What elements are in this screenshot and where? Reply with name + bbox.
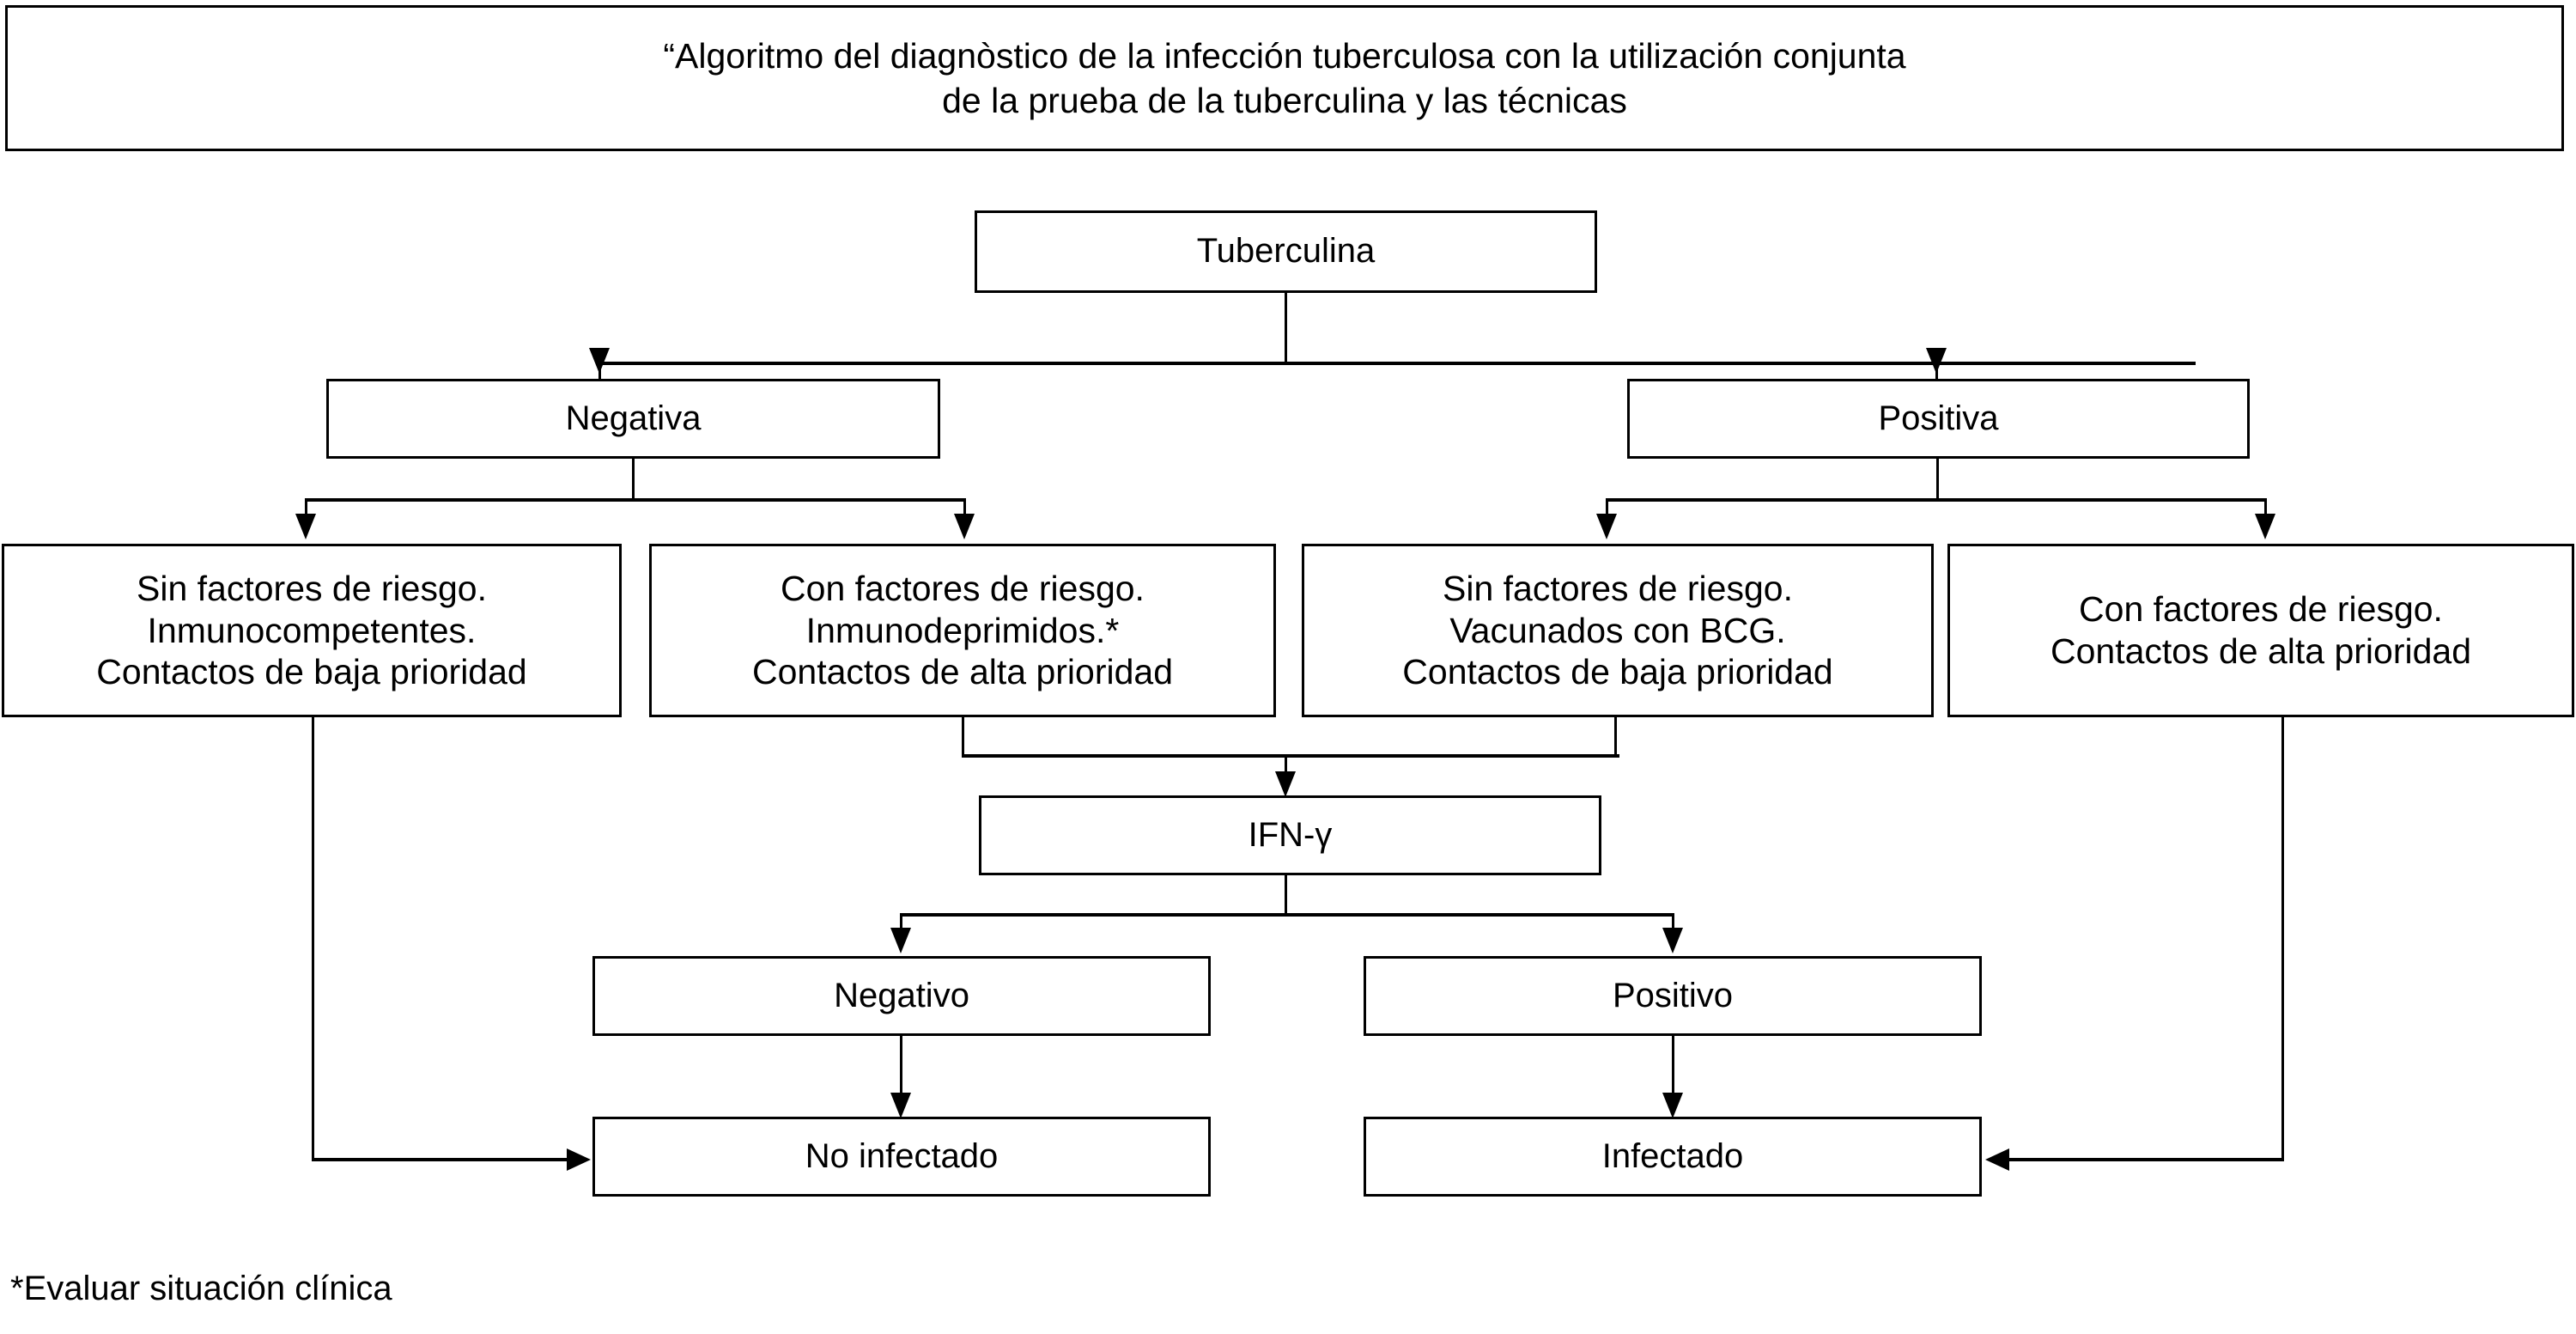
arrowhead-root-to-positiva [1926, 348, 1947, 374]
node-pos-con-riesgo[interactable]: Con factores de riesgo. Contactos de alt… [1947, 544, 2574, 717]
footnote: *Evaluar situación clínica [10, 1270, 392, 1307]
arrowhead-ifn-to-positivo [1662, 928, 1683, 953]
arrowhead-negativa-to-con-riesgo [954, 514, 975, 539]
node-no-infectado-label: No infectado [805, 1136, 999, 1175]
edge-bypass-left-horizontal [312, 1158, 569, 1161]
node-positiva[interactable]: Positiva [1627, 379, 2250, 459]
edge-pos-sin-riesgo-down [1614, 717, 1617, 757]
edge-root-stem [1285, 293, 1287, 363]
node-ifn-positivo-label: Positivo [1612, 976, 1734, 1014]
edge-positiva-stem [1936, 459, 1939, 500]
title-banner: “Algoritmo del diagnòstico de la infecci… [5, 5, 2564, 151]
node-pos-sin-riesgo-label: Sin factores de riesgo. Vacunados con BC… [1402, 568, 1833, 692]
edge-negativa-right-drop [963, 498, 966, 517]
node-infectado-label: Infectado [1601, 1136, 1744, 1175]
node-ifn-gamma-label: IFN-γ [1248, 815, 1333, 854]
node-ifn-positivo[interactable]: Positivo [1364, 956, 1982, 1036]
edge-negativa-stem [632, 459, 635, 500]
page-title: “Algoritmo del diagnòstico de la infecci… [663, 35, 1906, 120]
arrowhead-negativo-to-no-infectado [890, 1093, 911, 1118]
node-infectado[interactable]: Infectado [1364, 1117, 1982, 1197]
edge-bypass-left-vertical [312, 717, 314, 1160]
node-negativa[interactable]: Negativa [326, 379, 940, 459]
node-no-infectado[interactable]: No infectado [592, 1117, 1211, 1197]
node-pos-sin-riesgo[interactable]: Sin factores de riesgo. Vacunados con BC… [1302, 544, 1934, 717]
node-neg-sin-riesgo-label: Sin factores de riesgo. Inmunocompetente… [96, 568, 527, 692]
edge-negativo-to-no-infectado [900, 1036, 902, 1098]
edge-bypass-right-vertical [2281, 717, 2284, 1160]
arrowhead-ifn-to-negativo [890, 928, 911, 953]
node-neg-con-riesgo[interactable]: Con factores de riesgo. Inmunodeprimidos… [649, 544, 1276, 717]
edge-bypass-right-horizontal [2008, 1158, 2284, 1161]
node-negativa-label: Negativa [565, 399, 702, 437]
edge-ifn-right-drop [1672, 913, 1674, 932]
edge-neg-con-riesgo-down [962, 717, 964, 757]
arrowhead-bypass-left-to-no-infectado [567, 1148, 591, 1171]
edge-ifn-left-drop [900, 913, 902, 932]
arrowhead-to-ifn-gamma [1275, 771, 1296, 797]
edge-positiva-right-drop [2264, 498, 2267, 517]
arrowhead-root-to-negativa [589, 348, 610, 374]
arrowhead-positivo-to-infectado [1662, 1093, 1683, 1118]
edge-ifn-stem [1285, 875, 1287, 917]
edge-negativa-left-drop [305, 498, 307, 517]
node-ifn-negativo-label: Negativo [834, 976, 969, 1014]
arrowhead-positiva-to-con-riesgo [2255, 514, 2275, 539]
edge-positiva-bus [1606, 498, 2267, 502]
edge-ifn-merge-bus [962, 754, 1619, 758]
node-tuberculina[interactable]: Tuberculina [975, 210, 1597, 293]
node-neg-con-riesgo-label: Con factores de riesgo. Inmunodeprimidos… [751, 568, 1174, 692]
arrowhead-bypass-right-to-infectado [1985, 1148, 2009, 1171]
arrowhead-positiva-to-sin-riesgo [1596, 514, 1617, 539]
edge-positivo-to-infectado [1672, 1036, 1674, 1098]
node-positiva-label: Positiva [1878, 399, 1999, 437]
arrowhead-negativa-to-sin-riesgo [295, 514, 316, 539]
edge-ifn-bus [900, 913, 1674, 917]
edge-negativa-bus [305, 498, 966, 502]
edge-positiva-left-drop [1606, 498, 1608, 517]
node-pos-con-riesgo-label: Con factores de riesgo. Contactos de alt… [2050, 589, 2472, 671]
node-ifn-negativo[interactable]: Negativo [592, 956, 1211, 1036]
node-tuberculina-label: Tuberculina [1196, 232, 1376, 271]
node-ifn-gamma[interactable]: IFN-γ [979, 795, 1601, 875]
edge-root-bus [598, 362, 2196, 365]
edge-ifn-merge-stem [1285, 754, 1287, 780]
node-neg-sin-riesgo[interactable]: Sin factores de riesgo. Inmunocompetente… [2, 544, 622, 717]
